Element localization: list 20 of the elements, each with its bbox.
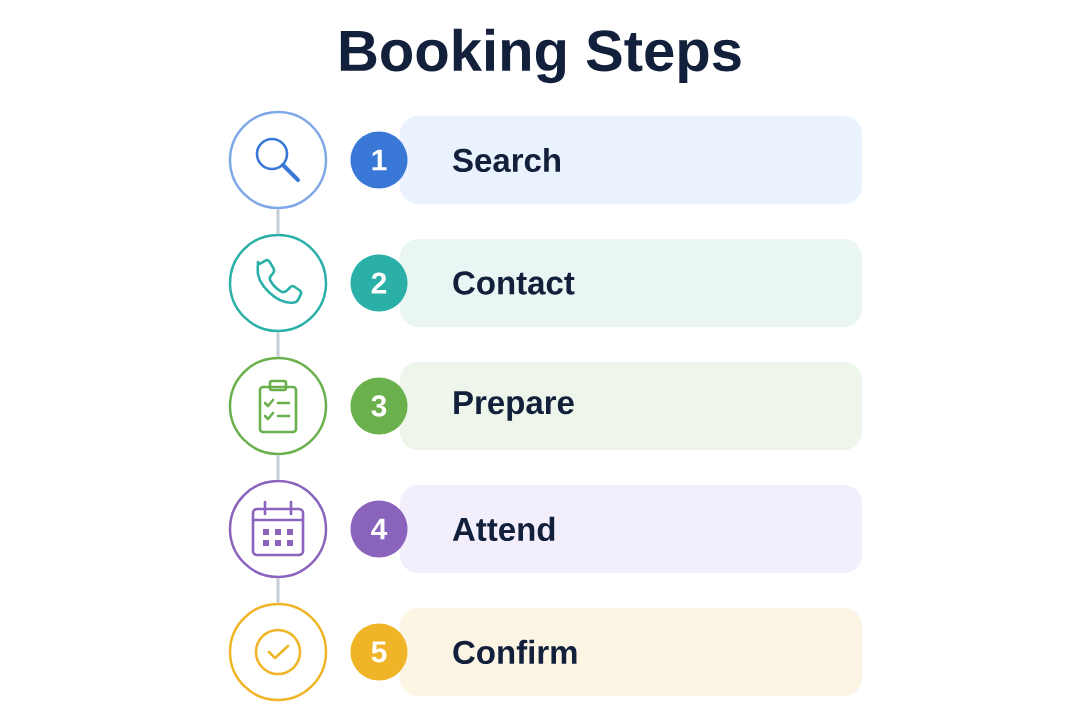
connector-line [276,209,280,234]
connector-line [276,332,280,357]
step-bar: Confirm [400,608,862,696]
icon-circle [228,479,328,579]
step-bar: Prepare [400,362,862,450]
icon-circle [228,233,328,333]
icon-circle [228,602,328,702]
icon-circle [228,356,328,456]
icon-circle [228,110,328,210]
connector-line [276,455,280,480]
number-badge: 1 [350,131,408,189]
number-badge: 5 [350,623,408,681]
step-bar: Attend [400,485,862,573]
step-bar: Contact [400,239,862,327]
step-bar: Search [400,116,862,204]
title: Booking Steps [340,28,741,84]
number-badge: 2 [350,254,408,312]
connector-line [276,578,280,603]
number-badge: 4 [350,500,408,558]
number-badge: 3 [350,377,408,435]
